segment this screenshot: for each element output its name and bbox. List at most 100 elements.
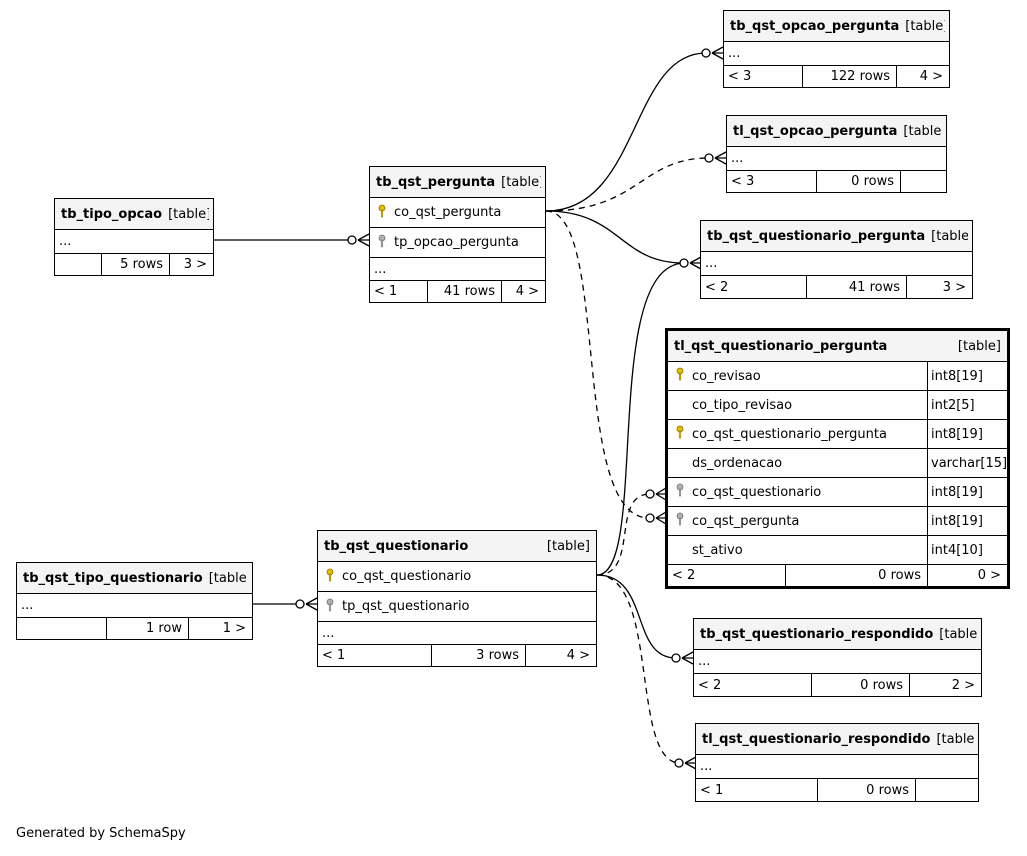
row-count: 0 rows [866, 782, 909, 798]
children-count [915, 779, 978, 801]
table-name[interactable]: tb_qst_questionario [324, 538, 469, 554]
column-name[interactable]: co_qst_pergunta [692, 513, 800, 529]
edge-quest-questperg [596, 262, 686, 576]
edge-pergunta-questperg [545, 210, 684, 264]
foreign-key-icon [376, 234, 388, 252]
column-row[interactable]: co_qst_questionario int8[19] [668, 477, 1007, 506]
parents-count [59, 254, 99, 275]
table-kind: [table] [957, 338, 1001, 354]
table-tl-qst-questionario-respondido[interactable]: tl_qst_questionario_respondido [table] .… [695, 723, 979, 802]
edge-quest-tl-respondido [596, 574, 681, 764]
column-name[interactable]: tp_qst_questionario [342, 599, 470, 614]
table-kind: [table] [905, 18, 945, 34]
table-kind: [table] [939, 626, 977, 642]
children-count [900, 171, 946, 192]
column-name[interactable]: co_qst_pergunta [394, 205, 502, 220]
ellipsis: ... [322, 625, 335, 641]
table-name[interactable]: tl_qst_questionario_pergunta [674, 338, 888, 354]
ellipsis: ... [700, 759, 713, 774]
parents-count[interactable]: < 1 [322, 648, 346, 663]
children-count[interactable]: 3 > [183, 257, 207, 272]
children-count[interactable]: 4 > [515, 284, 539, 299]
column-type: int8[19] [931, 513, 983, 529]
parents-count [21, 618, 101, 639]
row-count: 3 rows [476, 648, 519, 663]
row-count: 122 rows [830, 69, 890, 84]
children-count[interactable]: 3 > [942, 279, 966, 295]
parents-count[interactable]: < 2 [672, 568, 696, 583]
column-name[interactable]: co_qst_questionario [342, 569, 472, 584]
parents-count[interactable]: < 2 [705, 279, 729, 295]
column-name[interactable]: co_revisao [692, 368, 761, 384]
table-name[interactable]: tb_qst_questionario_pergunta [707, 228, 926, 244]
table-tb-qst-tipo-questionario[interactable]: tb_qst_tipo_questionario [table] ... 1 r… [16, 562, 253, 640]
foreign-key-icon [324, 598, 336, 616]
children-count[interactable]: 4 > [566, 648, 590, 663]
children-count[interactable]: 0 > [977, 568, 1001, 583]
table-name[interactable]: tl_qst_opcao_pergunta [733, 123, 898, 139]
primary-key-icon [674, 425, 686, 443]
parents-count[interactable]: < 3 [728, 69, 752, 84]
column-row[interactable]: co_revisao int8[19] [668, 361, 1007, 390]
children-count[interactable]: 1 > [222, 621, 246, 636]
column-type: varchar[15] [931, 455, 1008, 471]
ellipsis: ... [705, 256, 718, 271]
table-tb-tipo-opcao[interactable]: tb_tipo_opcao [table] ... 5 rows 3 > [54, 198, 214, 276]
table-tl-qst-questionario-pergunta[interactable]: tl_qst_questionario_pergunta [table] co_… [665, 328, 1010, 589]
column-row[interactable]: co_qst_questionario_pergunta int8[19] [668, 419, 1007, 448]
table-name[interactable]: tb_qst_opcao_pergunta [730, 18, 900, 34]
column-name[interactable]: co_qst_questionario [692, 484, 822, 500]
column-row[interactable]: co_qst_pergunta int8[19] [668, 506, 1007, 535]
ellipsis: ... [698, 654, 711, 669]
children-count[interactable]: 4 > [919, 69, 943, 84]
table-tb-qst-questionario-respondido[interactable]: tb_qst_questionario_respondido [table] .… [693, 618, 982, 697]
table-kind: [table] [208, 570, 248, 586]
parents-count[interactable]: < 1 [700, 782, 724, 798]
table-tb-qst-pergunta[interactable]: tb_qst_pergunta [table] co_qst_pergunta … [369, 166, 546, 303]
table-name[interactable]: tl_qst_questionario_respondido [702, 731, 931, 747]
table-tb-qst-opcao-pergunta[interactable]: tb_qst_opcao_pergunta [table] ... < 3 12… [723, 10, 950, 88]
column-name[interactable]: co_tipo_revisao [692, 397, 793, 413]
column-type: int8[19] [931, 426, 983, 442]
table-kind: [table] [903, 123, 942, 139]
generated-by-footer: Generated by SchemaSpy [16, 826, 186, 841]
row-count: 41 rows [443, 284, 495, 299]
table-kind: [table] [168, 206, 209, 222]
column-name[interactable]: tp_opcao_pergunta [394, 235, 519, 250]
table-tb-qst-questionario[interactable]: tb_qst_questionario [table] co_qst_quest… [317, 530, 597, 667]
parents-count[interactable]: < 3 [731, 174, 755, 189]
edge-quest-tl-questperg [596, 493, 651, 576]
row-count: 41 rows [848, 279, 900, 295]
table-name[interactable]: tb_qst_pergunta [376, 174, 496, 190]
table-name[interactable]: tb_qst_questionario_respondido [700, 626, 934, 642]
column-row[interactable]: st_ativo int4[10] [668, 535, 1007, 564]
table-tl-qst-opcao-pergunta[interactable]: tl_qst_opcao_pergunta [table] ... < 3 0 … [726, 115, 947, 193]
table-tb-qst-questionario-pergunta[interactable]: tb_qst_questionario_pergunta [table] ...… [700, 220, 973, 299]
primary-key-icon [324, 568, 336, 586]
column-row[interactable]: co_tipo_revisao int2[5] [668, 390, 1007, 419]
parents-count[interactable]: < 2 [698, 677, 722, 693]
table-kind: [table] [546, 538, 590, 554]
edge-quest-respondido [596, 574, 677, 659]
row-count: 1 row [145, 621, 182, 636]
parents-count[interactable]: < 1 [374, 284, 398, 299]
table-kind: [table] [501, 174, 541, 190]
row-count: 0 rows [860, 677, 903, 693]
edge-pergunta-tl-questperg [545, 210, 650, 519]
edge-pergunta-opcao [545, 52, 707, 212]
table-name[interactable]: tb_tipo_opcao [61, 206, 163, 222]
row-count: 0 rows [851, 174, 894, 189]
ellipsis: ... [731, 151, 744, 166]
column-name[interactable]: co_qst_questionario_pergunta [692, 426, 887, 442]
children-count[interactable]: 2 > [951, 677, 975, 693]
column-name[interactable]: ds_ordenacao [692, 455, 783, 471]
table-kind: [table] [936, 731, 974, 747]
column-type: int4[10] [931, 542, 983, 558]
ellipsis: ... [374, 261, 387, 277]
column-name[interactable]: st_ativo [692, 542, 743, 558]
table-name[interactable]: tb_qst_tipo_questionario [23, 570, 203, 586]
column-row[interactable]: ds_ordenacao varchar[15] [668, 448, 1007, 477]
column-type: int8[19] [931, 368, 983, 384]
table-kind: [table] [931, 228, 968, 244]
